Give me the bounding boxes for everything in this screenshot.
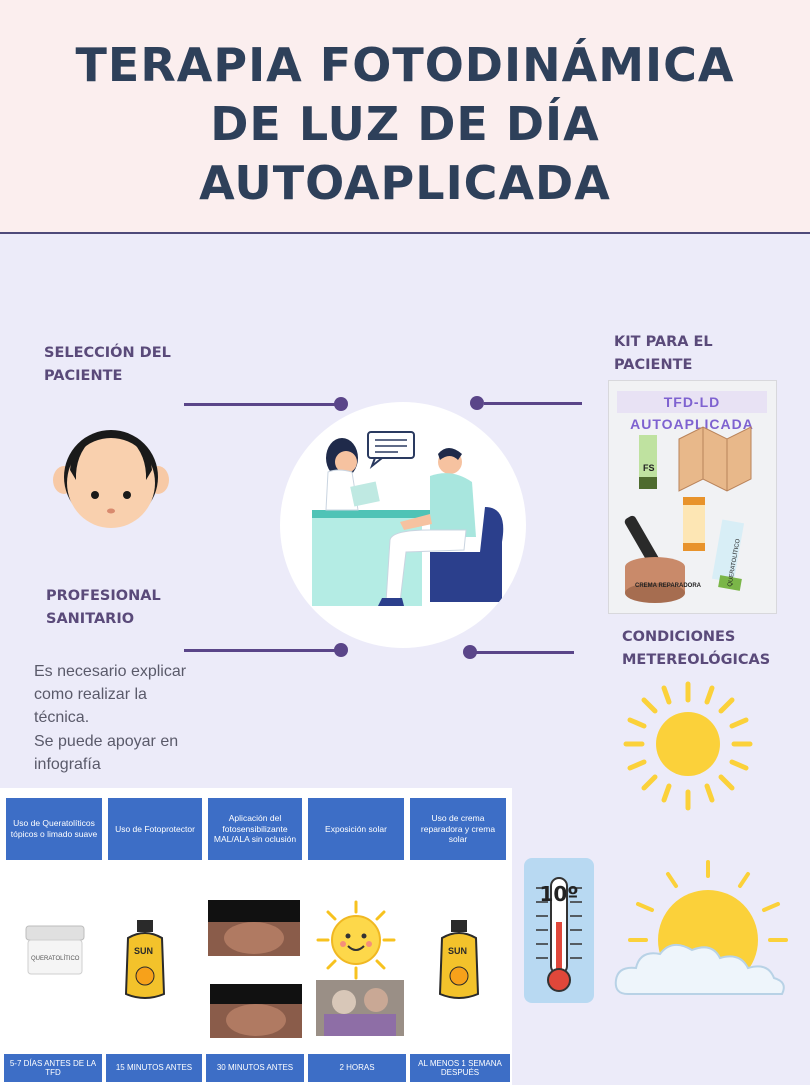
description-line-2: como realizar la: [34, 686, 147, 704]
connector-dot-top-right: [470, 396, 484, 410]
description-line-1: Es necesario explicar: [34, 663, 187, 680]
sunscreen-bottle-icon: SUN: [124, 920, 166, 999]
title-line-1: TERAPIA FOTODINÁMICA: [75, 38, 735, 92]
connector-dot-bottom-right: [463, 645, 477, 659]
table-header-crema-reparadora: Uso de crema reparadora y crema solar: [410, 798, 506, 860]
face-photo-2-icon: [210, 984, 302, 1038]
kit-banner: TFD-LD AUTOAPLICADA: [617, 391, 767, 432]
title-line-2: DE LUZ DE DÍA: [210, 96, 600, 151]
label-seleccion-line-2: PACIENTE: [44, 368, 123, 385]
connector-dot-top-left: [334, 397, 348, 411]
sunscreen-bottle-2-icon: SUN: [438, 920, 480, 999]
description-line-3: técnica.: [34, 709, 90, 727]
sun-cloud-icon: [614, 860, 788, 995]
queratolitico-jar-icon: QUERATOLÍTICO: [25, 925, 85, 975]
kit-fs-label: FS: [643, 463, 655, 473]
description-line-4: Se puede apoyar en: [34, 732, 179, 750]
header-banner: TERAPIA FOTODINÁMICA DE LUZ DE DÍA AUTOA…: [0, 0, 810, 234]
doctor-patient-icon: [312, 431, 504, 606]
sun-icon: [623, 681, 753, 811]
label-profesional-line-2: SANITARIO: [46, 611, 135, 628]
label-profesional-line-1: PROFESIONAL: [46, 588, 161, 604]
label-condiciones-meteorologicas: CONDICIONES METEREOLÓGICAS: [622, 626, 770, 672]
jar-label: QUERATOLÍTICO: [31, 955, 80, 962]
patient-kit-image: TFD-LD AUTOAPLICADA FS QUERATOLÍTICO CRE…: [608, 380, 777, 614]
table-header-fotosensibilizante: Aplicación del fotosensibilizante MAL/AL…: [208, 798, 302, 860]
description-line-5: infografía: [34, 755, 101, 773]
bottle-label-1: SUN: [134, 946, 153, 956]
label-kit-paciente: KIT PARA EL PACIENTE: [614, 331, 713, 377]
connector-line-top-left: [184, 403, 336, 406]
treatment-timeline-table: Uso de Queratolíticos tópicos o limado s…: [0, 788, 512, 1085]
label-kit-line-2: PACIENTE: [614, 357, 693, 374]
table-header-exposicion-solar: Exposición solar: [308, 798, 404, 860]
temperature-label: 10º: [539, 882, 579, 906]
page-title: TERAPIA FOTODINÁMICA DE LUZ DE DÍA AUTOA…: [0, 36, 810, 213]
connector-line-bottom-right: [476, 651, 574, 654]
face-photo-icon: [208, 900, 300, 956]
kit-cream-label: CREMA REPARADORA: [635, 583, 702, 589]
table-header-queratoliticos: Uso de Queratolíticos tópicos o limado s…: [6, 798, 102, 860]
description-text: Es necesario explicar como realizar la t…: [34, 660, 224, 776]
table-footer-2-horas: 2 HORAS: [308, 1054, 406, 1082]
title-line-3: AUTOAPLICADA: [199, 155, 611, 210]
label-seleccion-line-1: SELECCIÓN DEL: [44, 345, 171, 361]
bottle-label-2: SUN: [448, 946, 467, 956]
consultation-illustration: [280, 402, 526, 648]
happy-sun-icon: [316, 900, 396, 980]
label-condiciones-line-2: METEREOLÓGICAS: [622, 652, 771, 669]
label-kit-line-1: KIT PARA EL: [614, 334, 713, 350]
table-footer-1-semana: AL MENOS 1 SEMANA DESPUÉS: [410, 1054, 510, 1082]
table-footer-15-minutos: 15 MINUTOS ANTES: [106, 1054, 202, 1082]
kit-items-icon: FS QUERATOLÍTICO CREMA REPARADORA: [624, 426, 752, 603]
connector-dot-bottom-left: [334, 643, 348, 657]
patient-head-icon: [53, 430, 169, 528]
label-profesional-sanitario: PROFESIONAL SANITARIO: [46, 585, 161, 631]
connector-line-top-right: [484, 402, 582, 405]
connector-line-bottom-left: [184, 649, 336, 652]
thermometer-icon: [536, 877, 582, 992]
people-outdoor-photo-icon: [316, 980, 404, 1036]
label-seleccion-paciente: SELECCIÓN DEL PACIENTE: [44, 342, 171, 388]
table-footer-30-minutos: 30 MINUTOS ANTES: [206, 1054, 304, 1082]
thermometer-card: 10º: [524, 858, 594, 1003]
table-footer-5-7-dias: 5-7 DÍAS ANTES DE LA TFD: [4, 1054, 102, 1082]
label-condiciones-line-1: CONDICIONES: [622, 629, 736, 645]
table-header-fotoprotector: Uso de Fotoprotector: [108, 798, 202, 860]
